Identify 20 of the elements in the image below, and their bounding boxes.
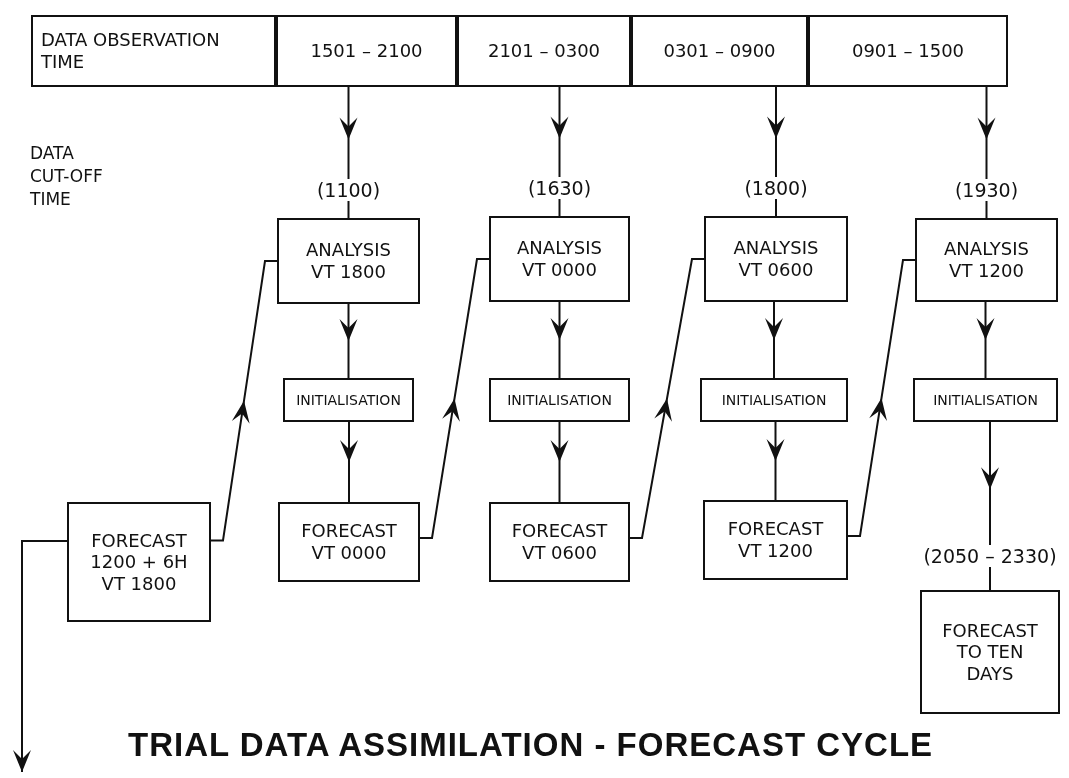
- process-box: 0901 – 1500: [808, 15, 1008, 87]
- process-box: INITIALISATION: [700, 378, 848, 422]
- process-box: FORECAST VT 0000: [278, 502, 420, 582]
- process-box: FORECAST VT 0600: [489, 502, 630, 582]
- process-box: FORECAST VT 1200: [703, 500, 848, 580]
- process-box: 2101 – 0300: [457, 15, 631, 87]
- process-box: 0301 – 0900: [631, 15, 808, 87]
- process-box: FORECAST TO TEN DAYS: [920, 590, 1060, 714]
- process-box: DATA OBSERVATION TIME: [31, 15, 276, 87]
- process-box: ANALYSIS VT 1200: [915, 218, 1058, 302]
- process-box: INITIALISATION: [913, 378, 1058, 422]
- process-box: ANALYSIS VT 0600: [704, 216, 848, 302]
- process-box: ANALYSIS VT 0000: [489, 216, 630, 302]
- process-box: FORECAST 1200 + 6H VT 1800: [67, 502, 211, 622]
- diagram-title: TRIAL DATA ASSIMILATION - FORECAST CYCLE: [128, 726, 934, 764]
- process-box: ANALYSIS VT 1800: [277, 218, 420, 304]
- process-box: 1501 – 2100: [276, 15, 457, 87]
- side-label: DATA CUT-OFF TIME: [30, 142, 104, 211]
- process-box: INITIALISATION: [489, 378, 630, 422]
- process-box: INITIALISATION: [283, 378, 414, 422]
